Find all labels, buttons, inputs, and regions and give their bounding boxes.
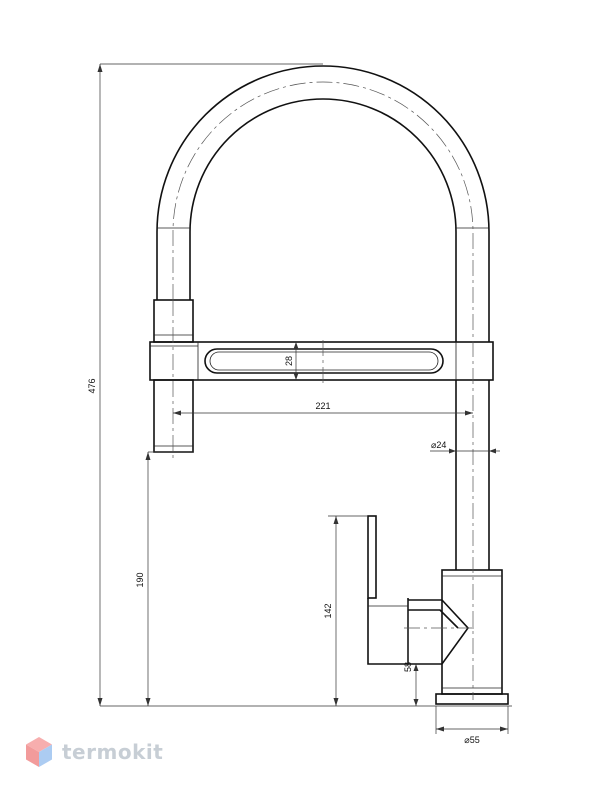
dimension-lines [97,63,512,734]
faucet-body [441,569,503,695]
dim-base-offset: 58 [403,662,413,672]
center-lines [172,81,475,700]
watermark: termokit [24,736,163,768]
spray-head [153,379,194,453]
dim-bar-slot: 28 [284,356,294,366]
spray-collar [153,299,194,343]
horizontal-bar [149,341,494,381]
dim-total-height: 476 [87,378,97,393]
bar-slot [204,348,444,374]
watermark-brand: termokit [62,740,164,764]
dimension-labels: 476 190 221 28 ⌀24 142 58 ⌀55 [87,356,480,745]
dim-spout-height: 190 [135,572,145,587]
dim-base-diameter: ⌀55 [464,735,479,745]
hexagon-cube-icon [26,737,52,767]
faucet-base [435,693,509,705]
lever-handle [367,515,470,665]
dim-spout-diameter: ⌀24 [431,440,446,450]
dim-handle-height: 142 [323,603,333,618]
dim-reach: 221 [315,401,330,411]
spout-arch-inner [189,98,457,342]
spout-arch-outer [156,65,490,342]
faucet-outline [149,65,509,705]
